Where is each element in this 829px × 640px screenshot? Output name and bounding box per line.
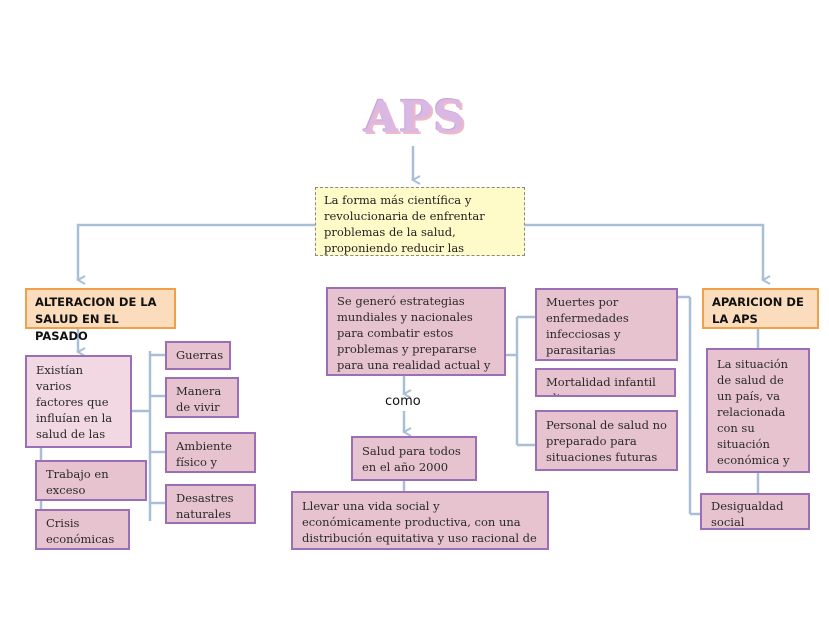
strategy-box: Se generó estrategias mundiales y nacion… xyxy=(326,287,506,376)
item-ambiente: Ambiente físico y social xyxy=(165,432,256,473)
cause-mortalidad: Mortalidad infantil alta xyxy=(535,368,676,397)
cause-personal: Personal de salud no preparado para situ… xyxy=(535,410,678,471)
item-trabajo: Trabajo en exceso xyxy=(35,460,147,501)
item-guerras: Guerras xyxy=(165,341,231,370)
result-box: Llevar una vida social y económicamente … xyxy=(291,491,549,550)
item-manera-de-vivir: Manera de vivir xyxy=(165,377,239,418)
page-title: APS xyxy=(364,92,466,143)
item-desastres: Desastres naturales xyxy=(165,484,256,524)
cause-muertes: Muertes por enfermedades infecciosas y p… xyxy=(535,288,678,361)
header-alteracion: ALTERACION DE LA SALUD EN EL PASADO xyxy=(25,288,176,343)
header-aparicion: APARICION DE LA APS xyxy=(702,288,819,329)
definition-box: La forma más científica y revolucionaria… xyxy=(315,187,525,256)
connector-como: como xyxy=(385,394,421,409)
item-crisis: Crisis económicas xyxy=(35,509,130,550)
factors-box: Existían varios factores que influían en… xyxy=(25,355,132,448)
inequality-box: Desigualdad social xyxy=(700,493,810,530)
situation-box: La situación de salud de un país, va rel… xyxy=(706,348,810,473)
goal-box: Salud para todos en el año 2000 xyxy=(351,436,477,481)
